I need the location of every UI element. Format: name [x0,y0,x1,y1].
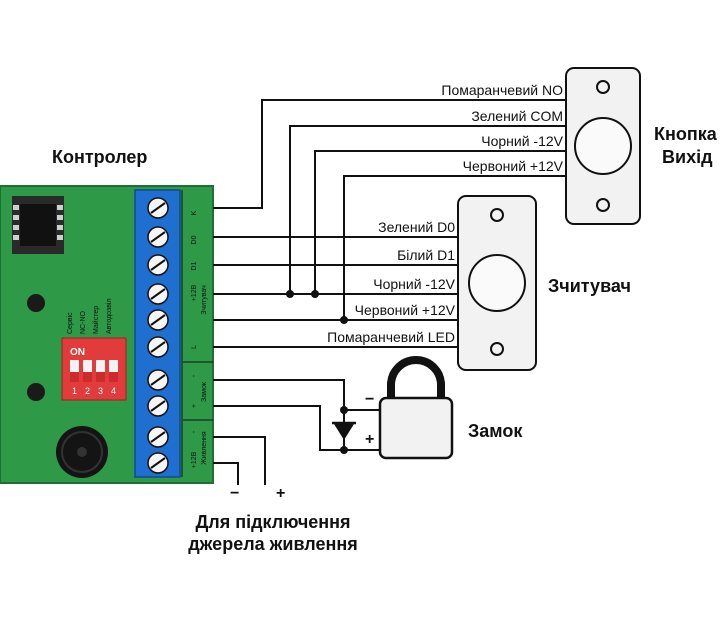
junction-dot [340,406,348,414]
buzzer-icon [56,426,108,478]
screw-slot [150,400,166,412]
terminal-label-lock-plus: + [191,404,198,408]
junction-dot [340,316,348,324]
label-reader-d0: Зелений D0 [378,219,455,235]
power-plus-sign: + [276,485,285,502]
reader-pad-icon [468,254,526,312]
screw-slot [150,314,166,326]
power-caption-line1: Для підключення [195,512,350,532]
wire-button-plus [343,175,566,320]
terminal-label-d0: D0 [191,235,198,244]
lock-title: Замок [468,421,523,441]
group-label-lock: Замок [201,381,208,402]
wires [213,99,566,485]
screw-slot [150,259,166,271]
label-reader-d1: Білий D1 [397,247,455,263]
terminal-label-k: K [191,210,198,215]
dip-function-labels: Сервіс NC-NO Майстер Автодозвіл [66,298,113,334]
dip-on-label: ON [70,347,85,358]
reader-wire-labels: Зелений D0 Білий D1 Чорний -12V Червоний… [327,219,456,345]
label-button-no: Помаранчевий NO [441,82,563,98]
group-label-power: Живлення [201,431,208,465]
dip-switch[interactable]: ON 1 2 3 4 [61,337,127,401]
terminal-label-d1: D1 [191,261,198,270]
terminal-label-lock-minus: - [191,374,198,377]
screw-hole-icon [596,198,610,212]
controller-board: ON 1 2 3 4 Сервіс NC-NO Майстер Автод [0,185,214,484]
label-button-minus: Чорний -12V [481,133,563,149]
reader-device [457,195,537,371]
terminal-block [134,189,183,478]
label-reader-led: Помаранчевий LED [327,329,455,345]
wire-button-no [213,99,566,209]
lock-plus-sign: + [365,431,374,448]
exit-button-device [565,67,641,225]
dip-number-3: 3 [98,386,103,396]
dip-number-1: 1 [72,386,77,396]
padlock-shackle-icon [387,356,445,398]
exit-button-title-line2: Вихід [662,147,713,167]
power-caption-line2: джерела живлення [188,534,358,554]
exit-button-wire-labels: Помаранчевий NO Зелений COM Чорний -12V … [441,82,563,174]
controller-title: Контролер [52,147,147,167]
screw-slot [150,231,166,243]
padlock-body-icon [378,396,454,460]
wire-button-minus [314,150,566,294]
screw-slot [150,431,166,443]
screw-hole-icon [490,342,504,356]
dip-label-nc-no: NC-NO [80,311,87,334]
power-minus-sign: − [230,485,239,502]
wire-lock-minus [213,379,380,411]
screw-hole-icon [490,208,504,222]
dip-label-auto: Автодозвіл [105,298,113,334]
dip-label-master: Майстер [92,306,100,334]
chip-icon [12,196,64,254]
screw-slot [150,374,166,386]
group-label-reader: Зчитувач [201,285,208,315]
mounting-hole-icon [27,294,45,312]
screw-slot [150,288,166,300]
terminal-label-power-12v: +12В [191,451,198,468]
screw-slot [150,202,166,214]
push-button-icon [574,117,632,175]
dip-label-service: Сервіс [66,312,74,334]
dip-number-2: 2 [85,386,90,396]
diode-icon [332,421,356,440]
reader-title: Зчитувач [548,276,631,296]
exit-button-title-line1: Кнопка [654,124,718,144]
junction-dot [286,290,294,298]
lock-device [378,356,454,460]
label-button-plus: Червоний +12V [463,158,564,174]
label-reader-minus: Чорний -12V [373,276,455,292]
wire-power-minus [213,462,239,485]
screw-hole-icon [596,80,610,94]
screw-slot [150,341,166,353]
terminal-label-12v: +12В [191,284,198,301]
wire-power-plus [213,436,266,485]
label-reader-plus: Червоний +12V [355,302,456,318]
wire-lock-plus [213,405,380,451]
lock-minus-sign: − [365,391,374,408]
label-button-com: Зелений COM [471,108,563,124]
terminal-labels: K D0 D1 +12В L - + - +12В Зчитувач Замок… [183,210,213,468]
terminal-label-l: L [191,345,198,349]
dip-number-4: 4 [111,386,116,396]
junction-dot [340,446,348,454]
junction-dot [311,290,319,298]
screw-slot [150,457,166,469]
terminal-label-power-minus: - [191,430,198,433]
mounting-hole-icon [27,383,45,401]
